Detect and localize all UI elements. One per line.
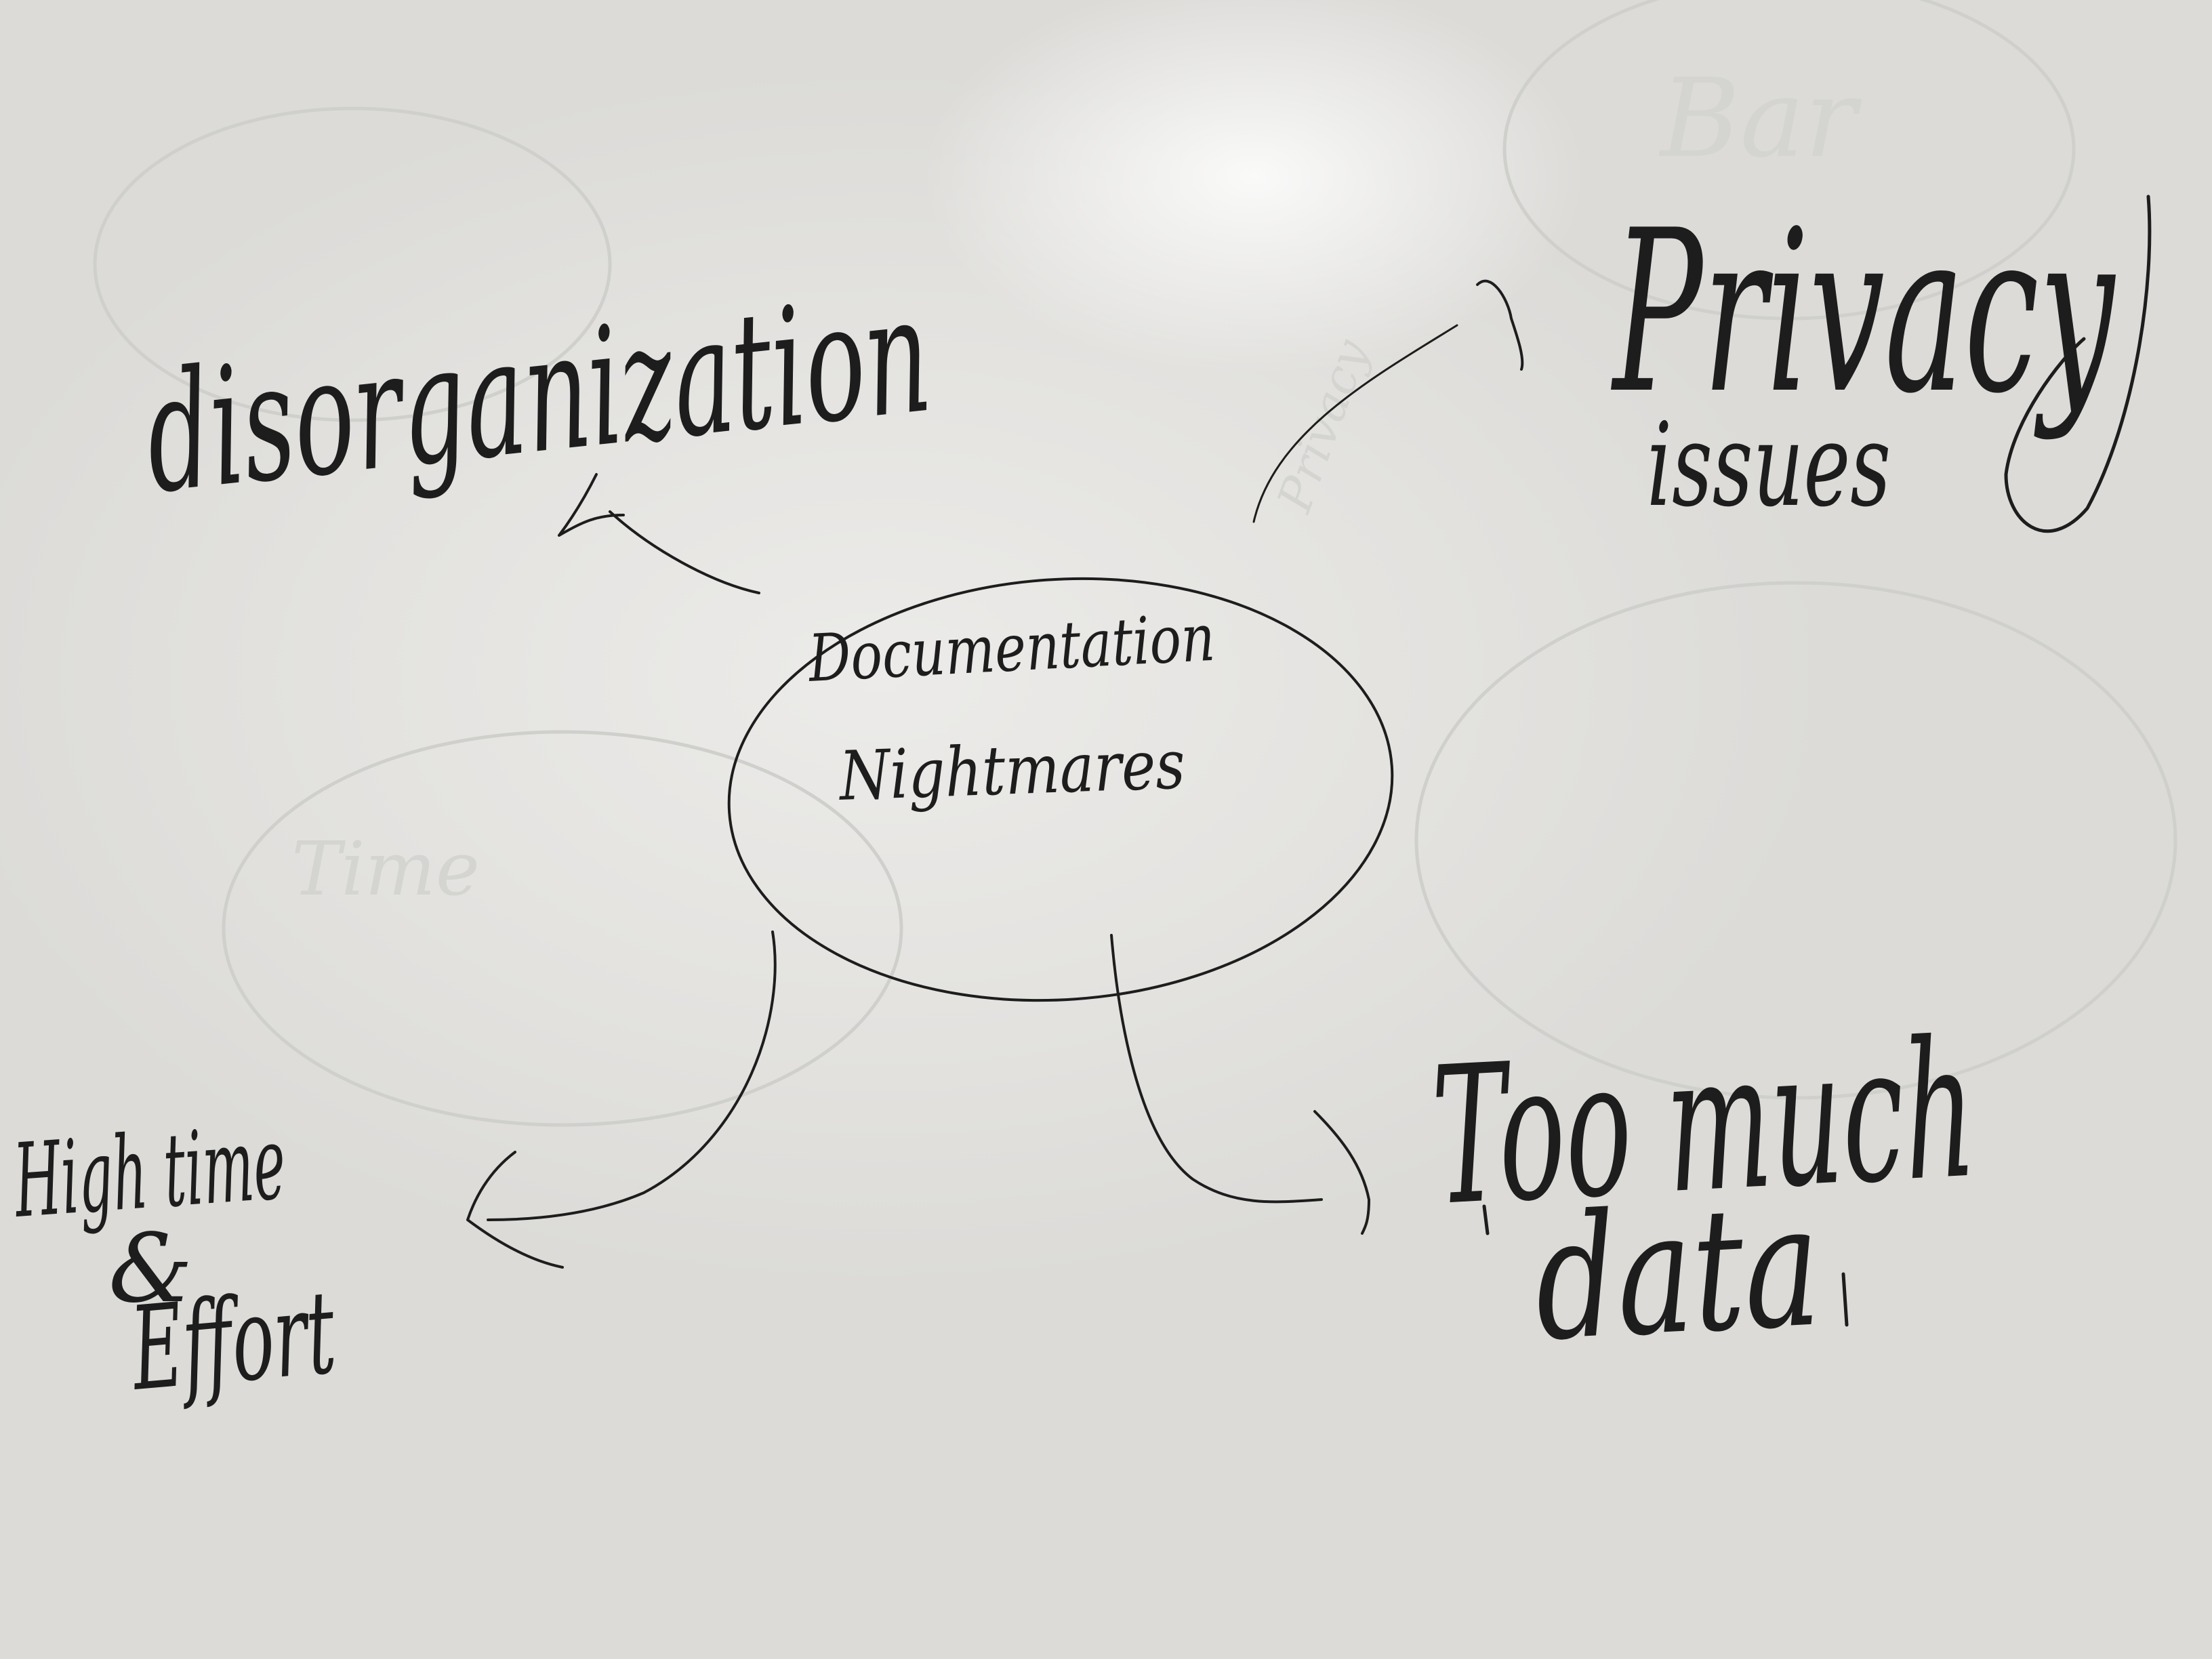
center-oval <box>727 577 1394 1002</box>
connector-too-much-data <box>1110 934 1370 1235</box>
erased-ghost-marks: Privacy Bar Time <box>93 0 2177 1127</box>
center-topic-line1: Documentation <box>806 600 1217 697</box>
center-topic-line2: Nightmares <box>837 724 1186 816</box>
privacy-y-tail <box>2004 194 2152 533</box>
connector-privacy <box>1252 279 1524 523</box>
svg-text:Time: Time <box>291 825 480 912</box>
branch-too-much-line2: data <box>1530 1166 1825 1378</box>
svg-text:Privacy: Privacy <box>1266 331 1380 520</box>
svg-text:Bar: Bar <box>1658 55 1862 182</box>
connector-high-time <box>466 930 777 1269</box>
connector-disorganization <box>558 473 760 594</box>
branch-high-time-line1: High time <box>9 1104 289 1241</box>
branch-privacy-line1: Privacy <box>1611 182 2116 443</box>
branch-privacy-line2: issues <box>1647 398 1891 533</box>
quote-mark-1 <box>1482 1204 1490 1235</box>
quote-mark-2 <box>1841 1272 1849 1327</box>
branch-disorganization: disorganization <box>137 259 939 530</box>
branch-high-time-line3: Effort <box>125 1265 341 1417</box>
branch-high-time-line2: & <box>108 1214 193 1324</box>
branch-too-much-line1: Too much <box>1427 999 1980 1248</box>
